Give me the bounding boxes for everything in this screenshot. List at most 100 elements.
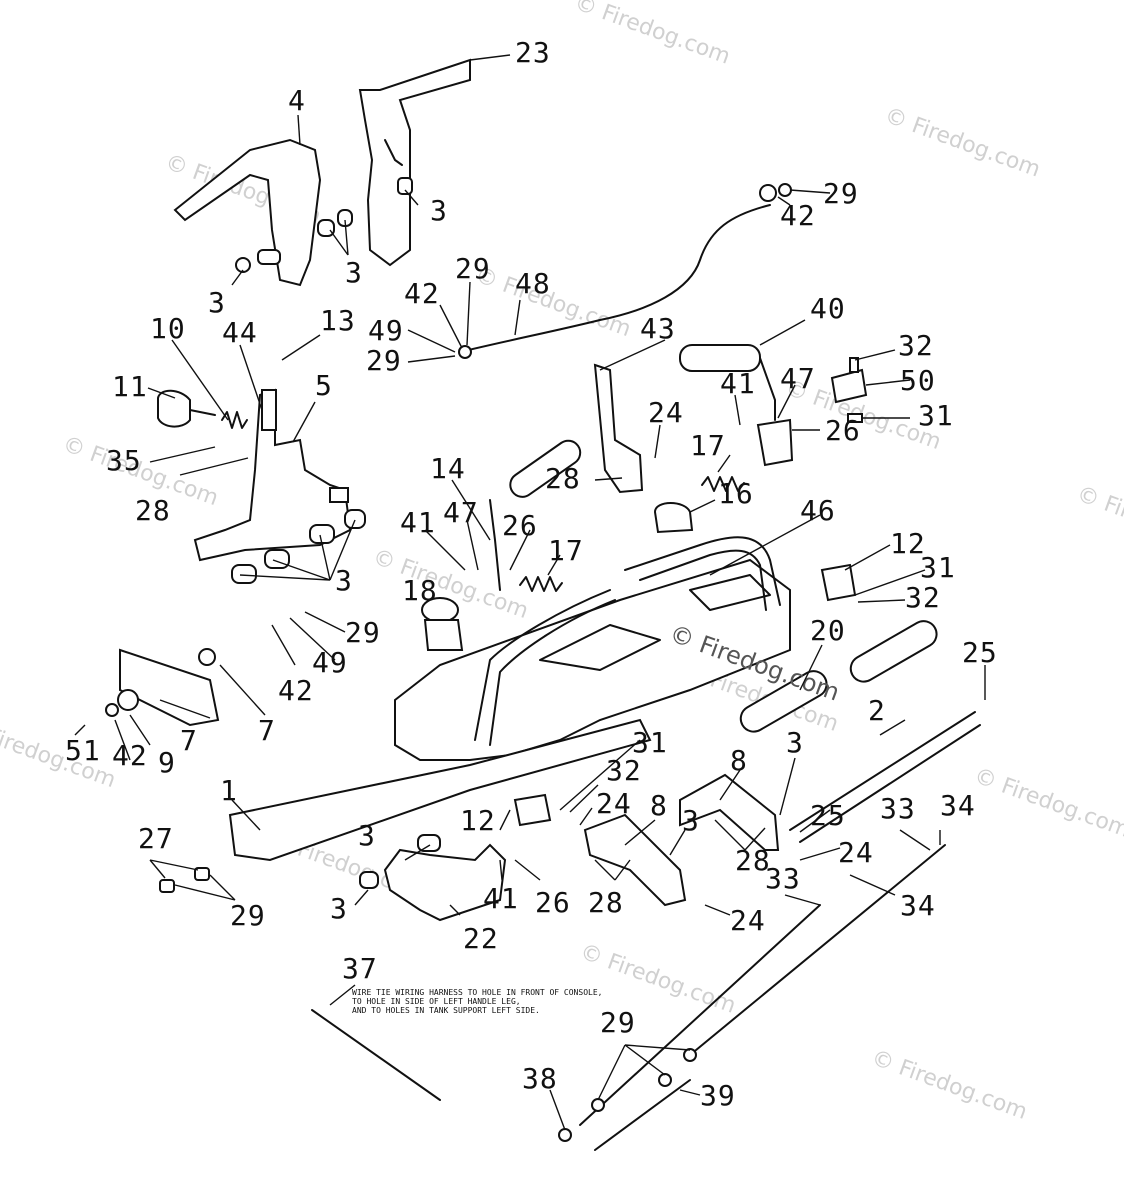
callout-8: 8 <box>650 789 668 822</box>
switch-50 <box>830 368 868 404</box>
callout-5: 5 <box>315 369 333 402</box>
callout-28: 28 <box>545 462 581 495</box>
callout-42: 42 <box>112 739 148 772</box>
plate-1 <box>228 718 652 862</box>
shaft-2 <box>789 711 976 831</box>
watermark: © Firedog.com <box>0 714 119 793</box>
callout-18: 18 <box>402 574 438 607</box>
callout-33: 33 <box>765 862 801 895</box>
callout-7: 7 <box>258 714 276 747</box>
callout-14: 14 <box>430 452 466 485</box>
callout-29: 29 <box>366 344 402 377</box>
callout-3: 3 <box>786 726 804 759</box>
callout-49: 49 <box>368 314 404 347</box>
callout-24: 24 <box>596 787 632 820</box>
callout-3: 3 <box>208 286 226 319</box>
callout-12: 12 <box>890 527 926 560</box>
tie-37 <box>311 1009 441 1101</box>
callout-31: 31 <box>918 399 954 432</box>
callout-3: 3 <box>682 804 700 837</box>
callout-25: 25 <box>810 799 846 832</box>
lever-plate-23 <box>358 58 471 267</box>
callout-33: 33 <box>880 792 916 825</box>
rod-48 <box>459 204 771 353</box>
callout-39: 39 <box>700 1079 736 1112</box>
grip-20b <box>739 670 828 733</box>
callout-29: 29 <box>345 616 381 649</box>
callout-26: 26 <box>502 509 538 542</box>
watermark: © Firedog.com <box>868 1045 1030 1124</box>
callout-44: 44 <box>222 316 258 349</box>
switch-12b <box>513 793 552 827</box>
callout-34: 34 <box>900 889 936 922</box>
callout-41: 41 <box>720 367 756 400</box>
callout-51: 51 <box>65 734 101 767</box>
handle-46-left <box>474 589 611 741</box>
bracket-8a <box>679 773 780 851</box>
callout-26: 26 <box>535 886 571 919</box>
bracket-43 <box>593 363 644 494</box>
callout-29: 29 <box>823 177 859 210</box>
callout-4: 4 <box>288 84 306 117</box>
callout-31: 31 <box>632 726 668 759</box>
callout-12: 12 <box>460 804 496 837</box>
callout-17: 17 <box>548 534 584 567</box>
callout-32: 32 <box>905 581 941 614</box>
callout-38: 38 <box>522 1062 558 1095</box>
part-drawings <box>105 58 981 1151</box>
switch-12a <box>820 563 857 602</box>
callout-27: 27 <box>138 822 174 855</box>
callout-7: 7 <box>180 724 198 757</box>
callout-3: 3 <box>345 256 363 289</box>
watermark: © Firedog.com <box>881 103 1043 182</box>
lever-4 <box>173 138 322 287</box>
callout-32: 32 <box>898 329 934 362</box>
callout-47: 47 <box>443 496 479 529</box>
watermark: © Firedog.com <box>1073 482 1124 561</box>
callout-42: 42 <box>278 674 314 707</box>
grip-20 <box>849 620 938 683</box>
callout-22: 22 <box>463 922 499 955</box>
callout-49: 49 <box>312 646 348 679</box>
callout-47: 47 <box>780 362 816 395</box>
callout-25: 25 <box>962 636 998 669</box>
callout-29: 29 <box>455 252 491 285</box>
watermark: © Firedog.com <box>971 764 1124 843</box>
callout-35: 35 <box>106 444 142 477</box>
callout-37: 37 <box>342 952 378 985</box>
callout-23: 23 <box>515 36 551 69</box>
callout-1: 1 <box>220 774 238 807</box>
callout-42: 42 <box>780 199 816 232</box>
callout-46: 46 <box>800 494 836 527</box>
knob-11 <box>157 389 191 428</box>
callout-29: 29 <box>600 1006 636 1039</box>
callout-34: 34 <box>940 789 976 822</box>
callout-24: 24 <box>730 904 766 937</box>
handle-46 <box>624 536 781 606</box>
rod-33b <box>689 844 946 1056</box>
callout-20: 20 <box>810 614 846 647</box>
callout-13: 13 <box>320 304 356 337</box>
callout-28: 28 <box>735 844 771 877</box>
callout-43: 43 <box>640 312 676 345</box>
callout-3: 3 <box>335 564 353 597</box>
bracket-22 <box>383 843 507 922</box>
callout-9: 9 <box>158 746 176 779</box>
callout-28: 28 <box>588 886 624 919</box>
callout-32: 32 <box>606 754 642 787</box>
note-line-2: TO HOLE IN SIDE OF LEFT HANDLE LEG, <box>352 997 521 1006</box>
bracket-5 <box>193 388 352 562</box>
callout-10: 10 <box>150 312 186 345</box>
callout-3: 3 <box>358 819 376 852</box>
callout-41: 41 <box>400 506 436 539</box>
callout-41: 41 <box>483 882 519 915</box>
callout-17: 17 <box>690 429 726 462</box>
callout-16: 16 <box>718 477 754 510</box>
callout-48: 48 <box>515 267 551 300</box>
wiring-note: WIRE TIE WIRING HARNESS TO HOLE IN FRONT… <box>352 988 602 1015</box>
key-switch-16 <box>653 502 694 534</box>
callout-11: 11 <box>112 370 148 403</box>
bracket-8b <box>583 813 687 907</box>
callout-24: 24 <box>838 836 874 869</box>
callout-3: 3 <box>330 892 348 925</box>
